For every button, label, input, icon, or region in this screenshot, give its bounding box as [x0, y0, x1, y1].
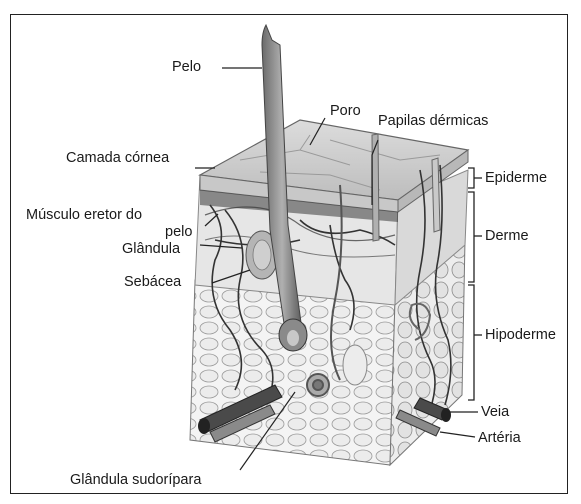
- label-sebacea: Sebácea: [124, 274, 181, 291]
- label-musculo-eretor-2: pelo: [165, 224, 192, 241]
- label-camada-cornea: Camada córnea: [66, 150, 169, 167]
- label-papilas-dermicas: Papilas dérmicas: [378, 113, 488, 130]
- label-poro: Poro: [330, 103, 361, 120]
- label-glandula-sudoripara: Glândula sudorípara: [70, 472, 201, 489]
- layer-brackets: [468, 168, 482, 400]
- label-arteria: Artéria: [478, 430, 521, 447]
- label-glandula: Glândula: [122, 241, 180, 258]
- label-musculo-eretor-1: Músculo eretor do: [26, 207, 142, 224]
- label-hipoderme: Hipoderme: [485, 327, 556, 344]
- label-pelo: Pelo: [172, 59, 201, 76]
- label-veia: Veia: [481, 404, 509, 421]
- label-epiderme: Epiderme: [485, 170, 547, 187]
- label-derme: Derme: [485, 228, 529, 245]
